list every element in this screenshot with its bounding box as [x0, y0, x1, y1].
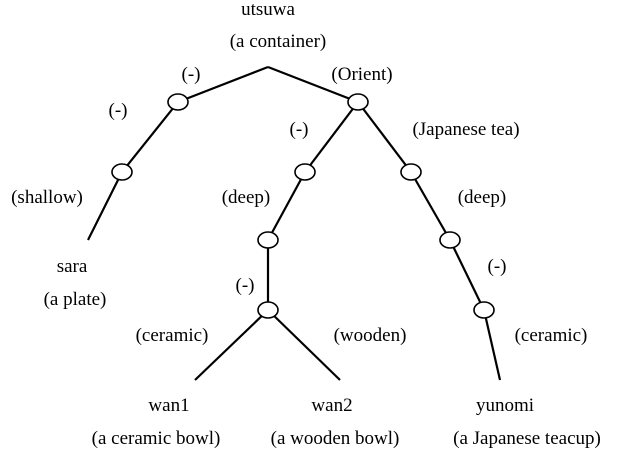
- edge-tea-b: [410, 171, 451, 241]
- leaf-wan2-gloss: (a wooden bowl): [271, 428, 400, 449]
- edge-label-root-left: (-): [182, 64, 201, 85]
- node-tea-minus: [473, 301, 495, 319]
- edge-tea-a: [357, 101, 412, 173]
- leaf-wan1-gloss: (a ceramic bowl): [92, 428, 221, 449]
- node-mid: [294, 163, 316, 181]
- node-left: [167, 93, 189, 111]
- edge-mid-b: [267, 171, 306, 241]
- root-word: utsuwa: [241, 0, 295, 20]
- node-tea-deep: [439, 231, 461, 249]
- leaf-sara-gloss: (a plate): [44, 289, 107, 310]
- edge-left-a: [121, 101, 179, 173]
- node-left-lower: [111, 163, 133, 181]
- edge-tea-c: [449, 239, 485, 311]
- node-orient: [347, 93, 369, 111]
- edge-root-left: [177, 65, 269, 104]
- edge-label-tea: (Japanese tea): [412, 119, 519, 140]
- edge-root-right: [267, 65, 359, 104]
- edge-label-root-right: (Orient): [331, 64, 392, 85]
- edge-label-left-upper: (-): [109, 100, 128, 121]
- leaf-yunomi-gloss: (a Japanese teacup): [453, 428, 601, 449]
- root-gloss: (a container): [230, 31, 327, 52]
- edge-label-mid-lower: (-): [236, 275, 255, 296]
- edge-label-mid-upper: (-): [290, 119, 309, 140]
- leaf-sara-word: sara: [57, 256, 88, 277]
- edge-label-tea-minus: (-): [488, 256, 507, 277]
- edge-label-wooden: (wooden): [334, 325, 407, 346]
- leaf-yunomi-word: yunomi: [476, 395, 534, 416]
- edge-label-mid-deep: (deep): [222, 187, 271, 208]
- edge-tea-d: [482, 309, 502, 381]
- node-tea: [400, 163, 422, 181]
- leaf-wan1-word: wan1: [148, 395, 189, 416]
- edge-ceramic: [194, 309, 269, 381]
- edge-label-tea-deep: (deep): [458, 187, 507, 208]
- edge-label-tea-ceramic: (ceramic): [515, 325, 588, 346]
- edge-wooden: [267, 309, 341, 381]
- leaf-wan2-word: wan2: [311, 395, 352, 416]
- node-bowl: [257, 301, 279, 319]
- edge-label-left-lower: (shallow): [11, 187, 83, 208]
- node-mid-deep: [257, 231, 279, 249]
- edge-left-b: [87, 171, 123, 241]
- edge-mid-a: [304, 101, 359, 173]
- edge-label-ceramic: (ceramic): [136, 325, 209, 346]
